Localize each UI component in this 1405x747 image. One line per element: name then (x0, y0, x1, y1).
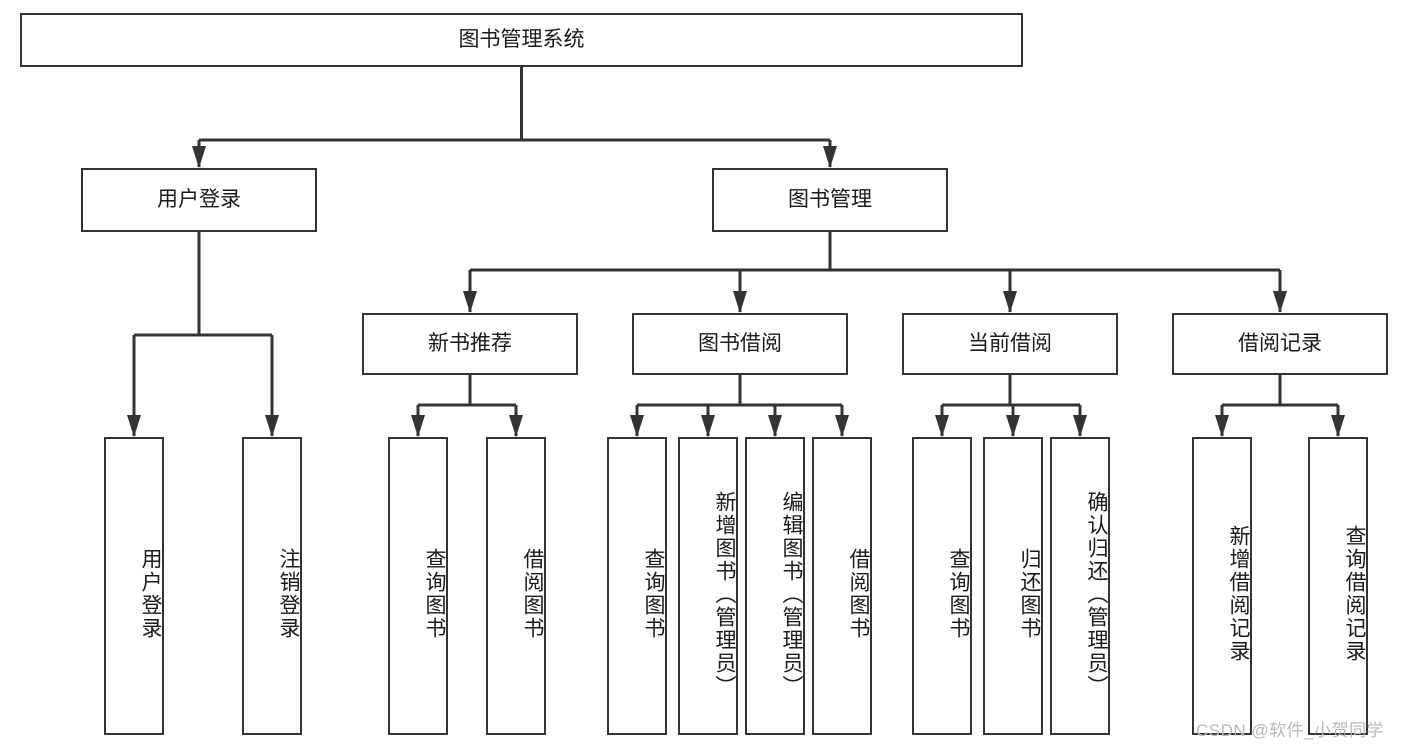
node-label-rec-borrow: 借阅图书 (521, 548, 544, 640)
node-label-new-book-rec: 新书推荐 (428, 331, 512, 355)
node-current-borrow[interactable]: 当前借阅 (902, 313, 1118, 375)
arrowhead-cb-query (935, 415, 949, 437)
node-label-br-query: 查询借阅记录 (1343, 525, 1366, 663)
arrowhead-br-add (1215, 415, 1229, 437)
node-bb-add[interactable]: 新增图书（管理员） (678, 437, 738, 735)
node-label-cb-confirm: 确认归还（管理员） (1085, 490, 1108, 698)
node-label-bb-borrow: 借阅图书 (847, 548, 870, 640)
arrowhead-cb-confirm (1073, 415, 1087, 437)
node-leaf-login[interactable]: 用户登录 (104, 437, 164, 735)
node-book-borrow[interactable]: 图书借阅 (632, 313, 848, 375)
arrowhead-borrow-record (1273, 291, 1287, 313)
node-user-login[interactable]: 用户登录 (81, 168, 317, 232)
arrowhead-rec-query (411, 415, 425, 437)
csdn-watermark: CSDN @软件_小贺同学 (1196, 721, 1385, 740)
arrowhead-bb-borrow (835, 415, 849, 437)
node-label-cb-query: 查询图书 (947, 548, 970, 640)
node-label-root: 图书管理系统 (458, 27, 585, 51)
arrowhead-bb-query (630, 415, 644, 437)
node-label-cb-return: 归还图书 (1018, 548, 1041, 640)
arrowhead-br-query (1331, 415, 1345, 437)
arrowhead-new-book-rec (463, 291, 477, 313)
arrowhead-bb-edit (768, 415, 782, 437)
arrowhead-book-borrow (733, 291, 747, 313)
node-label-rec-query: 查询图书 (423, 548, 446, 640)
arrowhead-user-login (192, 146, 206, 168)
node-br-add[interactable]: 新增借阅记录 (1192, 437, 1252, 735)
node-cb-query[interactable]: 查询图书 (912, 437, 972, 735)
node-label-borrow-record: 借阅记录 (1238, 331, 1322, 355)
node-cb-confirm[interactable]: 确认归还（管理员） (1050, 437, 1110, 735)
node-label-book-mgmt: 图书管理 (788, 187, 872, 211)
node-label-bb-add: 新增图书（管理员） (713, 490, 736, 698)
node-label-book-borrow: 图书借阅 (698, 331, 782, 355)
node-label-bb-query: 查询图书 (642, 548, 665, 640)
arrowhead-leaf-login (127, 415, 141, 437)
arrowhead-book-mgmt (823, 146, 837, 168)
arrowhead-rec-borrow (509, 415, 523, 437)
node-br-query[interactable]: 查询借阅记录 (1308, 437, 1368, 735)
node-new-book-rec[interactable]: 新书推荐 (362, 313, 578, 375)
node-borrow-record[interactable]: 借阅记录 (1172, 313, 1388, 375)
node-label-user-login: 用户登录 (157, 187, 241, 211)
node-book-mgmt[interactable]: 图书管理 (712, 168, 948, 232)
node-label-current-borrow: 当前借阅 (968, 331, 1052, 355)
node-cb-return[interactable]: 归还图书 (983, 437, 1043, 735)
node-leaf-logout[interactable]: 注销登录 (242, 437, 302, 735)
node-rec-borrow[interactable]: 借阅图书 (486, 437, 546, 735)
node-root[interactable]: 图书管理系统 (20, 13, 1023, 67)
node-bb-borrow[interactable]: 借阅图书 (812, 437, 872, 735)
arrowhead-bb-add (701, 415, 715, 437)
node-label-bb-edit: 编辑图书（管理员） (780, 490, 803, 698)
arrowhead-current-borrow (1003, 291, 1017, 313)
node-bb-edit[interactable]: 编辑图书（管理员） (745, 437, 805, 735)
arrowhead-leaf-logout (265, 415, 279, 437)
node-rec-query[interactable]: 查询图书 (388, 437, 448, 735)
node-label-leaf-login: 用户登录 (139, 548, 162, 640)
node-label-leaf-logout: 注销登录 (277, 548, 300, 640)
node-bb-query[interactable]: 查询图书 (607, 437, 667, 735)
arrowhead-cb-return (1006, 415, 1020, 437)
node-label-br-add: 新增借阅记录 (1227, 525, 1250, 663)
